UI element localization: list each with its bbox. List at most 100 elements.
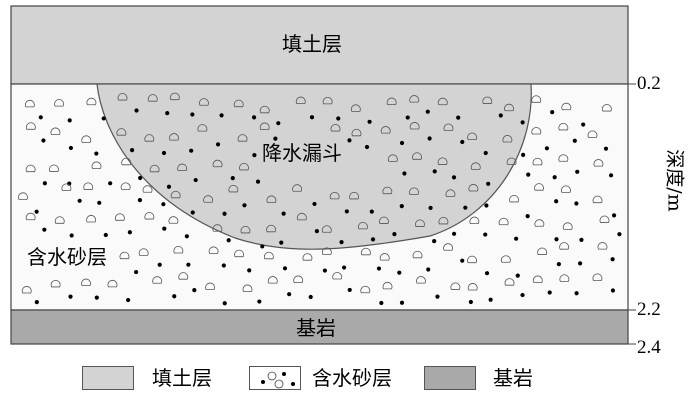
pebble-mark <box>25 164 36 173</box>
sand-dot <box>456 115 461 120</box>
pebble-mark <box>144 212 155 220</box>
sand-dot <box>103 232 108 238</box>
pebble-mark <box>205 282 215 291</box>
sand-dot <box>484 271 490 276</box>
sand-dot <box>281 211 286 216</box>
pebble-mark <box>506 157 517 165</box>
sand-dot <box>610 257 615 262</box>
pebble-mark <box>532 157 543 166</box>
sand-dot <box>68 145 74 151</box>
pebble-mark <box>559 274 570 282</box>
pebble-mark <box>412 152 422 160</box>
pebble-mark <box>266 195 277 203</box>
pebble-mark <box>382 281 393 290</box>
pebble-mark <box>509 195 519 203</box>
sand-dot <box>572 138 577 143</box>
sand-dot <box>399 204 404 209</box>
sand-dot <box>215 142 221 147</box>
sand-dot <box>336 116 341 121</box>
pebble-mark <box>144 134 155 142</box>
sand-dot <box>108 181 113 186</box>
sand-dot <box>192 288 197 293</box>
pebble-mark <box>173 246 184 254</box>
pebble-mark <box>208 246 219 254</box>
pebble-mark <box>386 97 397 106</box>
sand-dot <box>138 175 143 181</box>
depth-tick-0-2: 0.2 <box>637 73 661 94</box>
pebble-mark <box>121 157 132 166</box>
pebble-mark <box>293 275 304 283</box>
pebble-mark <box>240 226 251 234</box>
pebble-mark <box>147 94 158 102</box>
sand-dot <box>42 181 47 186</box>
sand-dot <box>189 148 194 153</box>
sand-dot <box>486 181 491 186</box>
sand-dot <box>525 214 530 219</box>
pebble-mark <box>561 102 572 111</box>
pebble-mark <box>380 126 391 134</box>
sand-dot <box>162 226 167 231</box>
depth-tick-2-2: 2.2 <box>637 299 661 320</box>
pebble-mark <box>601 104 612 112</box>
pebble-mark <box>86 215 96 223</box>
pebble-mark <box>138 248 149 256</box>
sand-dot <box>521 152 526 157</box>
sand-dot <box>603 146 609 151</box>
sand-dot <box>172 294 177 299</box>
sand-dot <box>193 177 198 183</box>
pebble-mark <box>409 187 419 195</box>
pebble-mark <box>437 157 448 165</box>
sand-dot <box>34 209 39 214</box>
sand-dot <box>498 113 503 118</box>
pebble-mark <box>502 135 513 143</box>
pebble-mark <box>267 276 278 284</box>
pebble-mark <box>81 278 91 287</box>
sand-dot <box>432 169 437 174</box>
sand-dot <box>376 266 382 271</box>
sand-dot <box>515 273 520 278</box>
legend-aquifer-swatch <box>249 366 301 390</box>
pebble-mark <box>321 225 332 233</box>
pebble-mark <box>50 280 61 288</box>
pebble-mark <box>152 276 163 284</box>
pebble-mark <box>107 280 118 288</box>
sand-dot <box>344 209 349 214</box>
pebble-mark <box>18 192 28 200</box>
pebble-mark <box>234 249 244 258</box>
pebble-mark <box>498 217 509 226</box>
sand-dot <box>379 300 384 306</box>
pebble-mark <box>561 185 571 193</box>
sand-dot <box>617 232 622 237</box>
sand-dot <box>230 176 235 181</box>
pebble-mark <box>49 164 59 172</box>
sand-dot <box>252 153 257 158</box>
sand-dot <box>520 120 525 125</box>
pebble-mark <box>470 162 481 170</box>
pebble-mark <box>170 190 181 199</box>
pebble-mark <box>177 163 188 172</box>
sand-dot <box>282 266 288 271</box>
sand-dot <box>257 299 262 304</box>
sand-dot <box>484 203 489 208</box>
sand-dot <box>157 262 162 267</box>
sand-dot <box>38 115 43 120</box>
sand-dot <box>460 139 465 145</box>
pebble-mark <box>86 97 97 106</box>
pebble-mark <box>534 219 545 227</box>
pebble-mark <box>54 216 65 224</box>
pebble-mark <box>409 122 420 130</box>
sand-dot <box>165 111 170 116</box>
sand-dot <box>347 287 352 293</box>
pebble-mark <box>412 250 423 259</box>
pebble-mark <box>83 182 94 190</box>
sand-dot <box>347 138 352 143</box>
pebble-mark <box>592 195 603 204</box>
pebble-mark <box>349 192 359 200</box>
sand-dot <box>544 146 550 151</box>
pebble-mark <box>416 276 426 284</box>
pebble-mark <box>212 224 223 232</box>
sand-dot <box>488 297 493 302</box>
pebble-mark <box>242 284 253 292</box>
pebble-mark <box>178 272 189 280</box>
